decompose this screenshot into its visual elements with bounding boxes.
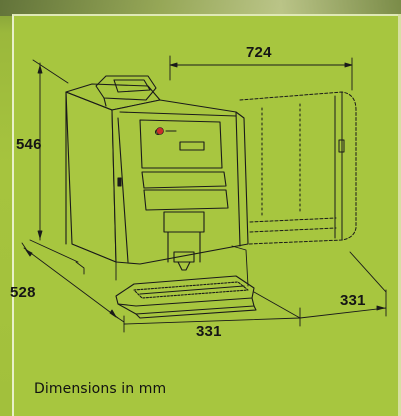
dimension-front-width: 331 [196,323,222,340]
dimension-lines [21,55,387,333]
dimension-height: 546 [16,136,42,153]
dimension-side-width: 331 [340,292,366,309]
drip-tray [115,275,257,319]
machine-base [71,243,249,287]
dimension-depth: 528 [10,284,36,301]
dimension-width: 724 [246,44,272,61]
machine-body [65,75,249,271]
caption: Dimensions in mm [34,381,167,397]
brand-logo-icon [156,127,164,135]
side-cabinet [239,91,357,245]
panel-edge [398,14,401,416]
